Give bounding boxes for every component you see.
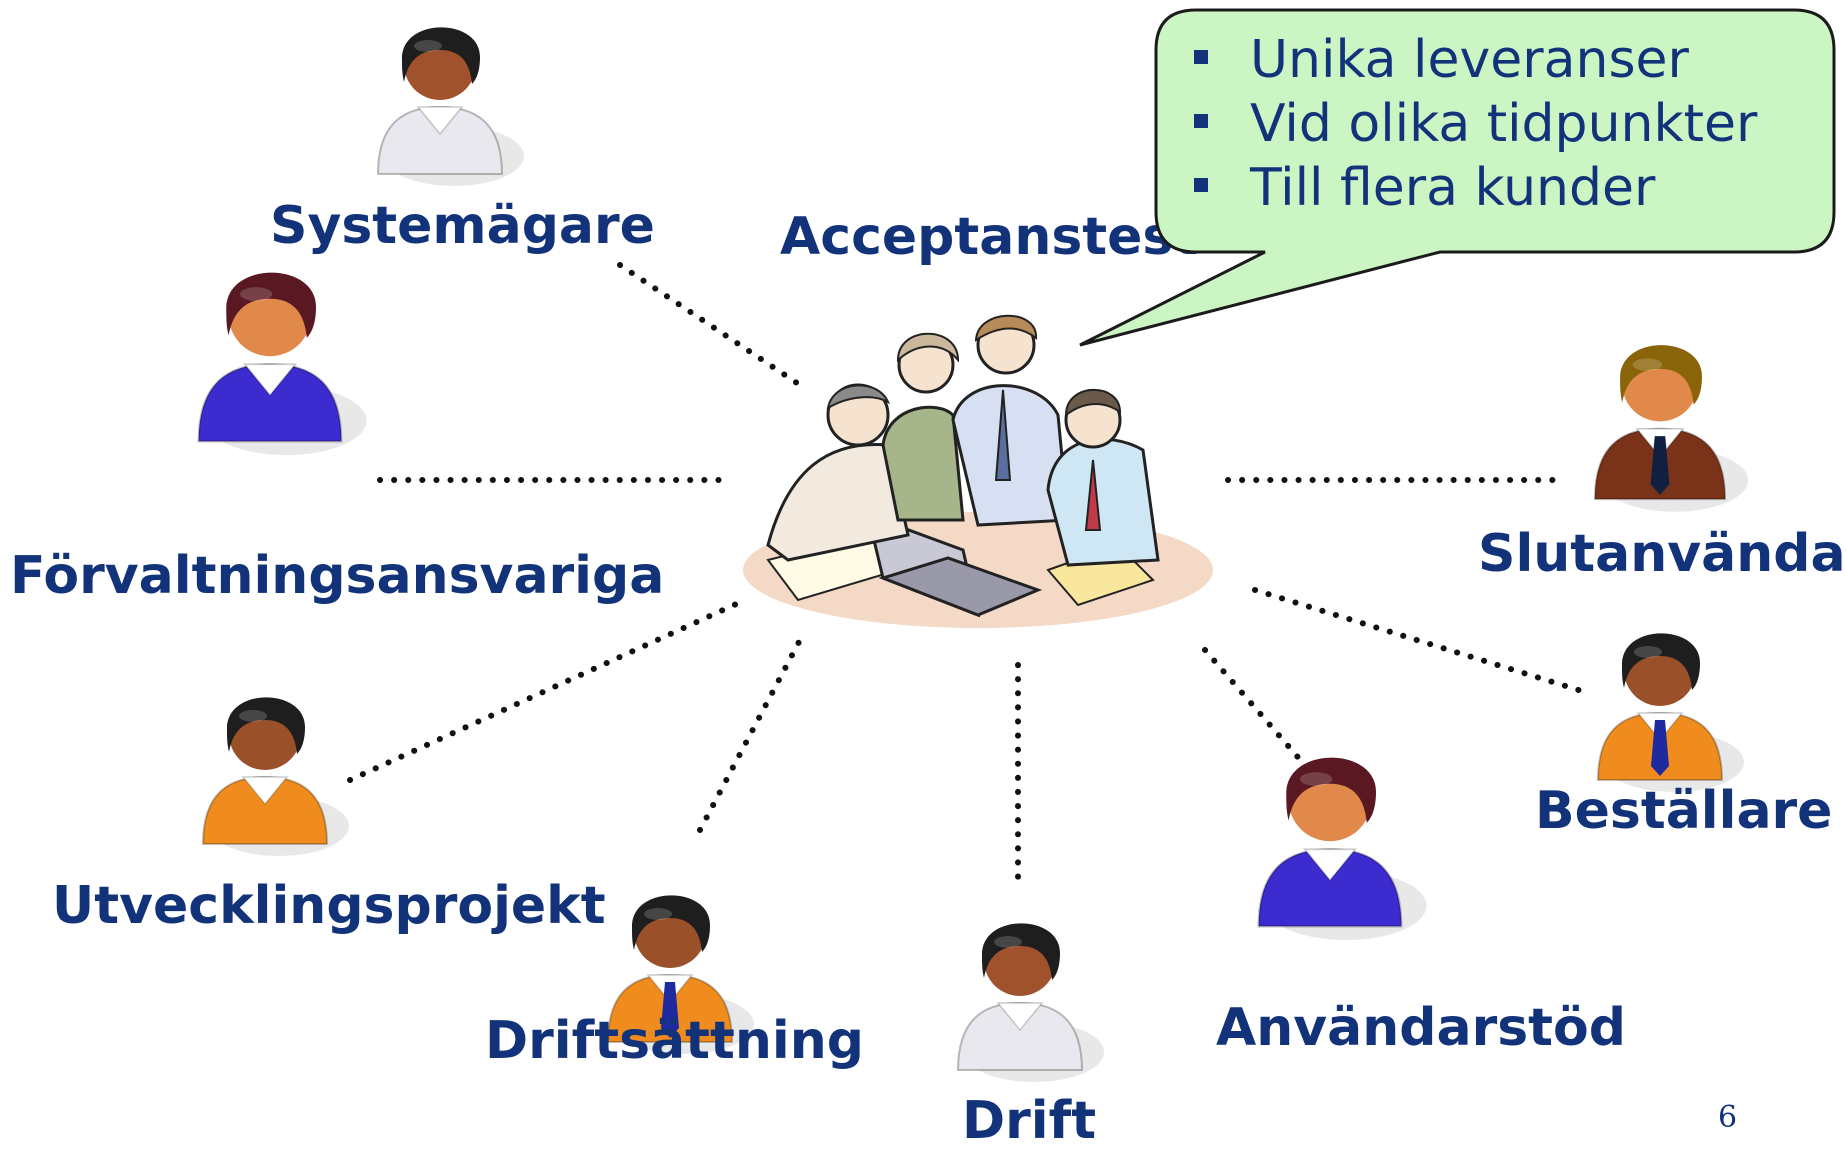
speech-bubble (1079, 8, 1836, 347)
callout-item: Unika leveranser (1194, 28, 1757, 92)
connector-line (697, 637, 803, 833)
person-icon-drift (956, 923, 1104, 1082)
label-drift: Drift (962, 1091, 1097, 1151)
team-meeting-laptop-icon (743, 314, 1213, 628)
person-icon-bestallare (1596, 633, 1744, 792)
label-slutanvandare: Slutanvändare (1478, 524, 1846, 584)
person-icon-anvandarstod (1257, 757, 1427, 941)
label-driftsattning: Driftsättning (485, 1011, 864, 1071)
connector-line (1252, 587, 1588, 695)
person-icon-utveckling (201, 697, 349, 856)
callout-item: Vid olika tidpunkter (1194, 92, 1757, 156)
callout-item-text: Unika leveranser (1250, 30, 1689, 90)
bullet-icon (1194, 178, 1208, 192)
label-forvaltningsansvariga: Förvaltningsansvariga (10, 546, 665, 606)
label-bestallare: Beställare (1535, 781, 1833, 841)
center-label: Acceptanstest (780, 207, 1198, 267)
connector-line (1202, 647, 1325, 788)
person-icon-forvaltning (197, 272, 367, 456)
bullet-icon (1194, 50, 1208, 64)
page-number: 6 (1718, 1100, 1738, 1135)
connectors (347, 262, 1588, 883)
connector-line (347, 597, 748, 783)
callout-list: Unika leveranser Vid olika tidpunkter Ti… (1194, 28, 1757, 220)
callout-item: Till flera kunder (1194, 156, 1757, 220)
callout-item-text: Till flera kunder (1250, 158, 1656, 218)
person-icon-slutanvandare (1593, 345, 1749, 512)
connector-line (617, 262, 803, 388)
label-utvecklingsprojekt: Utvecklingsprojekt (52, 876, 606, 936)
person-icon-driftsattning (606, 895, 754, 1054)
callout-bubble: Unika leveranser Vid olika tidpunkter Ti… (1156, 10, 1834, 252)
people (197, 27, 1749, 1082)
person-icon-systemagare (376, 27, 524, 186)
label-systemagare: Systemägare (270, 196, 655, 256)
bullet-icon (1194, 114, 1208, 128)
label-anvandarstod: Användarstöd (1216, 998, 1626, 1058)
callout-item-text: Vid olika tidpunkter (1250, 94, 1758, 154)
